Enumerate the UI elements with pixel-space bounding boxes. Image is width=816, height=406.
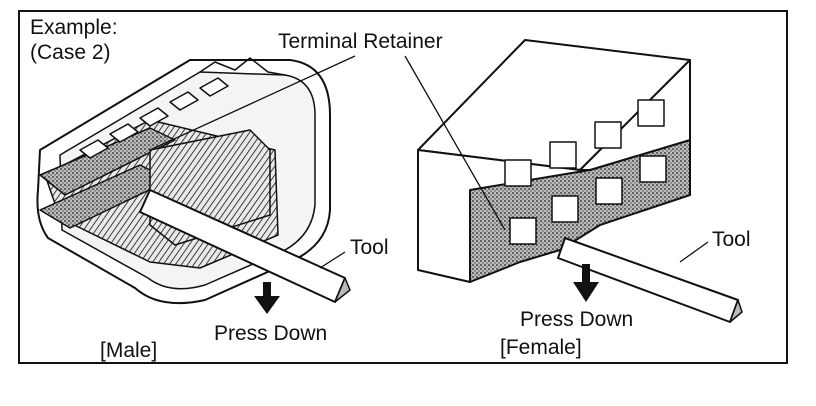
- tool-label-right: Tool: [712, 228, 751, 251]
- male-terminal-retainer: [39, 127, 176, 196]
- tool-label-left: Tool: [350, 236, 389, 259]
- press-down-label-left: Press Down: [214, 322, 328, 345]
- leader-lines: [149, 55, 709, 269]
- terminal-retainer-label: Terminal Retainer: [278, 30, 443, 53]
- leader-tool-right: [679, 241, 709, 263]
- female-label: [Female]: [500, 336, 582, 359]
- press-down-arrow-left-icon: [254, 282, 280, 314]
- leader-tool-left: [319, 251, 346, 269]
- male-label: [Male]: [100, 339, 158, 362]
- female-terminals-lower: [509, 155, 667, 245]
- example-label: Example:: [30, 16, 118, 39]
- case-label: (Case 2): [30, 41, 111, 64]
- male-cut-edge-top: [199, 57, 286, 76]
- leader-terminal-retainer-male: [149, 55, 356, 151]
- press-down-label-right: Press Down: [520, 308, 634, 331]
- press-down-arrow-right-icon: [573, 264, 599, 302]
- male-terminals: [79, 77, 229, 159]
- male-connector: [36, 57, 351, 305]
- female-terminals-upper: [504, 99, 665, 187]
- leader-terminal-retainer-female: [404, 55, 506, 231]
- female-connector: [417, 39, 743, 323]
